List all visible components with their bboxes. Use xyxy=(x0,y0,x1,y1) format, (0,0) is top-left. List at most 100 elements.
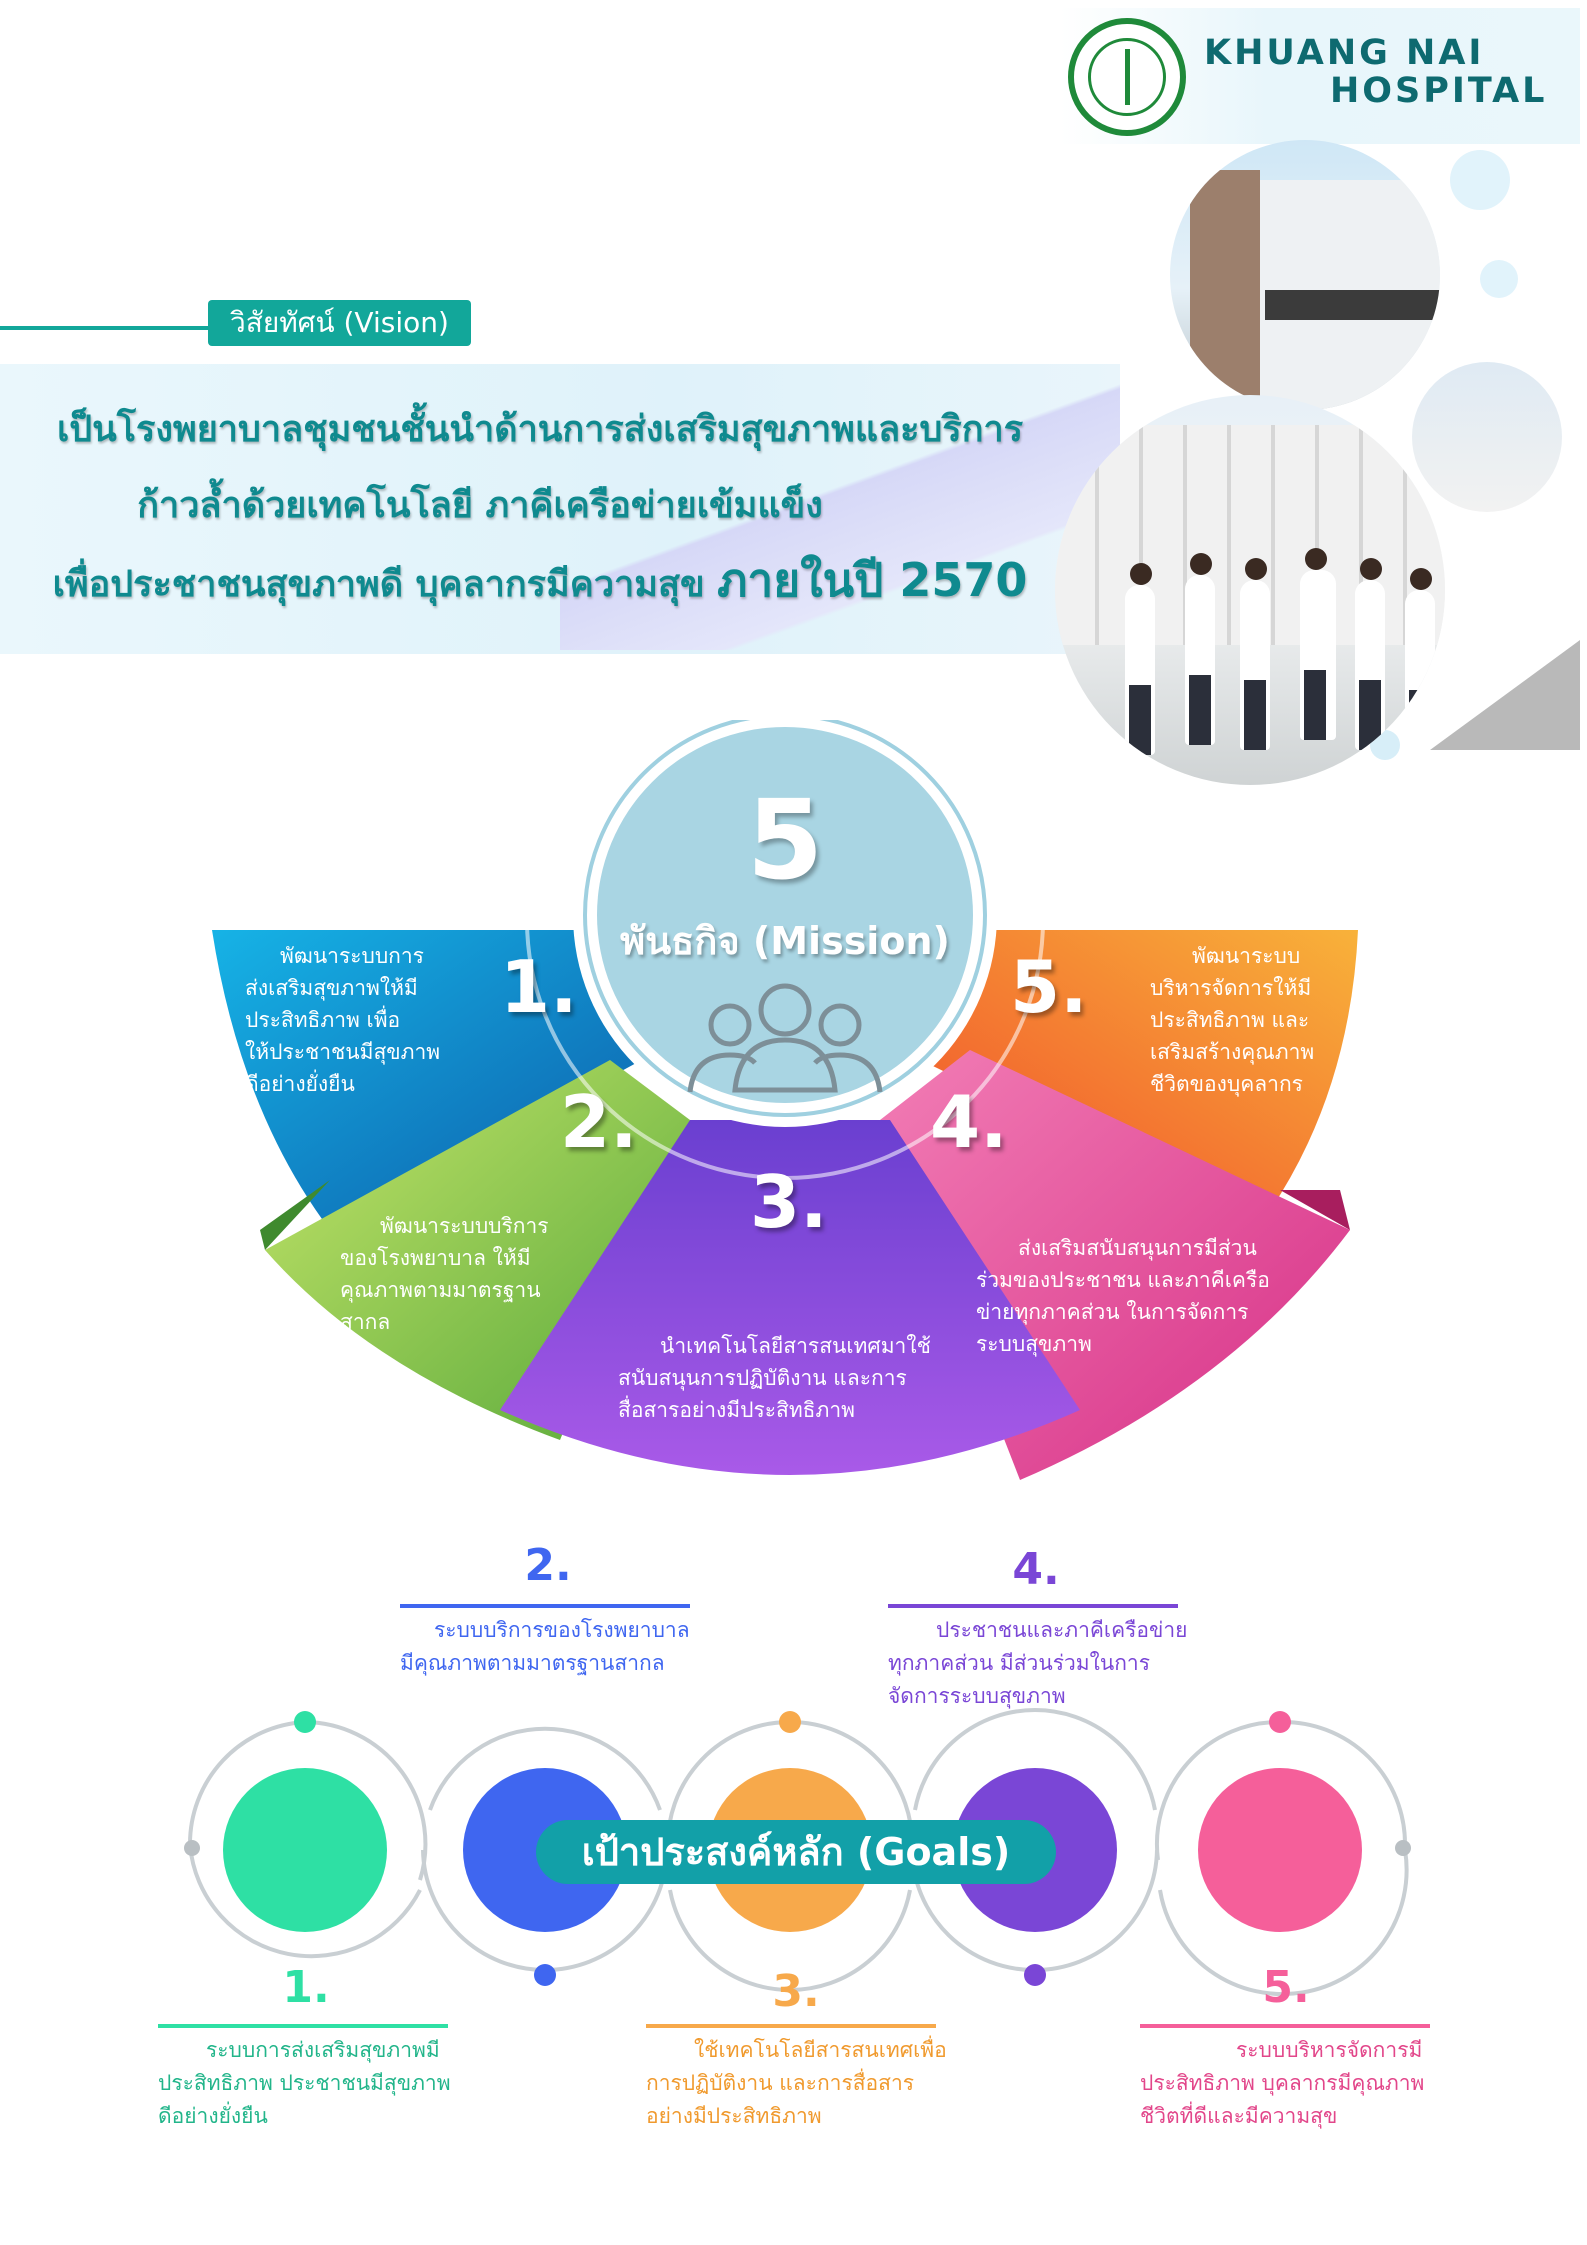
vision-line-2: ก้าวล้ำด้วยเทคโนโลยี ภาคีเครือข่ายเข้มแข… xyxy=(137,485,823,526)
mission-5-line: เสริมสร้างคุณภาพ xyxy=(1150,1040,1315,1064)
vision-tag: วิสัยทัศน์ (Vision) xyxy=(208,300,471,346)
mission-text-5: พัฒนาระบบ บริหารจัดการให้มี ประสิทธิภาพ … xyxy=(1150,940,1370,1100)
mission-inner-ring xyxy=(525,720,1045,1180)
mission-1-line: ดีอย่างยั่งยืน xyxy=(245,1072,355,1096)
mission-count: 5 xyxy=(746,776,824,904)
goal-num-2: 2. xyxy=(524,1540,572,1591)
mission-1-line: ให้ประชาชนมีสุขภาพ xyxy=(245,1040,441,1064)
mission-segment-3 xyxy=(500,1120,1080,1475)
goal-arc-5c xyxy=(1158,1849,1409,1997)
goal-5-line: ระบบบริหารจัดการมี xyxy=(1236,2038,1423,2062)
goal-line-2 xyxy=(400,1604,690,1608)
goal-circle-5 xyxy=(1198,1768,1362,1932)
goal-num-4: 4. xyxy=(1012,1544,1060,1595)
hospital-name-line2: HOSPITAL xyxy=(1330,71,1548,111)
mission-3-line: นำเทคโนโลยีสารสนเทศมาใช้ xyxy=(660,1334,931,1358)
goal-circle-1 xyxy=(223,1768,387,1932)
mission-3-line: สื่อสารอย่างมีประสิทธิภาพ xyxy=(618,1398,855,1422)
mission-4-line: ระบบสุขภาพ xyxy=(976,1332,1092,1356)
mission-1-line: ประสิทธิภาพ เพื่อ xyxy=(245,1008,401,1032)
hospital-name: KHUANG NAI HOSPITAL xyxy=(1204,34,1547,110)
mission-title: พันธกิจ (Mission) xyxy=(620,919,950,963)
goal-text-1: ระบบการส่งเสริมสุขภาพมี ประสิทธิภาพ ประช… xyxy=(158,2034,488,2133)
hospital-building-photo xyxy=(1170,140,1440,410)
goal-dot-3 xyxy=(779,1711,801,1733)
vision-line-3-text: เพื่อประชาชนสุขภาพดี บุคลากรมีความสุข xyxy=(52,564,705,605)
mission-4-line: ร่วมของประชาชน และภาคีเครือ xyxy=(976,1268,1270,1292)
goal-5-line: ชีวิตที่ดีและมีความสุข xyxy=(1140,2104,1338,2128)
mission-segment-1 xyxy=(212,930,660,1230)
goal-2-line: ระบบบริการของโรงพยาบาล xyxy=(434,1618,690,1642)
vision-year: ภายในปี 2570 xyxy=(717,553,1028,607)
goal-arc-5b xyxy=(1279,1719,1408,1846)
mission-fold-4 xyxy=(1280,1190,1350,1230)
mission-1-line: ส่งเสริมสุขภาพให้มี xyxy=(245,976,418,1000)
mission-2-line: พัฒนาระบบบริการ xyxy=(380,1214,549,1238)
mission-fold-2 xyxy=(260,1180,330,1250)
decor-bubble xyxy=(1480,260,1518,298)
goal-num-1: 1. xyxy=(282,1962,330,2013)
mission-num-5: 5. xyxy=(1010,945,1088,1029)
goal-num-3: 3. xyxy=(772,1966,820,2017)
mission-center-disc xyxy=(597,727,973,1103)
people-group-icon xyxy=(687,983,883,1093)
goal-arc-2b xyxy=(421,1849,546,1972)
goal-dot-1 xyxy=(294,1711,316,1733)
goal-end-dot-right xyxy=(1395,1840,1411,1856)
goal-arc-1c xyxy=(188,1844,422,1959)
goal-arc-5 xyxy=(1154,1719,1281,1861)
goal-dot-5 xyxy=(1269,1711,1291,1733)
goal-1-line: ประสิทธิภาพ ประชาชนมีสุขภาพ xyxy=(158,2071,451,2095)
goal-arc-1 xyxy=(187,1720,306,1846)
goal-text-4: ประชาชนและภาคีเครือข่าย ทุกภาคส่วน มีส่ว… xyxy=(888,1614,1218,1713)
goal-arc-3c xyxy=(668,1889,912,1992)
goal-line-1 xyxy=(158,2024,448,2028)
staff-group-photo xyxy=(1055,395,1445,785)
mission-num-1: 1. xyxy=(500,945,578,1029)
mission-center-ring xyxy=(583,720,987,1117)
mission-num-4: 4. xyxy=(930,1080,1008,1164)
goal-text-2: ระบบบริการของโรงพยาบาล มีคุณภาพตามมาตรฐา… xyxy=(400,1614,730,1680)
goal-line-4 xyxy=(888,1604,1178,1608)
mission-3-line: สนับสนุนการปฏิบัติงาน และการ xyxy=(618,1366,907,1390)
mission-5-line: บริหารจัดการให้มี xyxy=(1150,976,1312,1000)
goals-title-banner: เป้าประสงค์หลัก (Goals) xyxy=(536,1820,1056,1884)
vision-line-1: เป็นโรงพยาบาลชุมชนชั้นนำด้านการส่งเสริมส… xyxy=(56,409,1024,450)
goal-dot-2 xyxy=(534,1964,556,1986)
hospital-seal-logo xyxy=(1068,18,1186,136)
mission-5-line: พัฒนาระบบ xyxy=(1192,944,1301,968)
mission-fan-diagram xyxy=(212,720,1358,1480)
goal-arc-1b xyxy=(304,1720,428,1881)
goal-4-line: ทุกภาคส่วน มีส่วนร่วมในการ xyxy=(888,1651,1150,1675)
vision-line-3: เพื่อประชาชนสุขภาพดี บุคลากรมีความสุข ภา… xyxy=(0,544,1080,617)
goal-2-line: มีคุณภาพตามมาตรฐานสากล xyxy=(400,1651,665,1675)
mission-text-2: พัฒนาระบบบริการ ของโรงพยาบาล ให้มี คุณภา… xyxy=(340,1210,600,1338)
mission-2-line: สากล xyxy=(340,1310,391,1334)
decor-triangle xyxy=(1430,640,1580,750)
goal-1-line: ระบบการส่งเสริมสุขภาพมี xyxy=(206,2038,440,2062)
mission-1-line: พัฒนาระบบการ xyxy=(280,944,424,968)
goal-3-line: ใช้เทคโนโลยีสารสนเทศเพื่อ xyxy=(694,2038,947,2062)
goal-end-dot-left xyxy=(184,1840,200,1856)
goal-3-line: การปฏิบัติงาน และการสื่อสาร xyxy=(646,2071,915,2095)
mission-text-1: พัฒนาระบบการ ส่งเสริมสุขภาพให้มี ประสิทธ… xyxy=(245,940,495,1100)
mission-2-line: คุณภาพตามมาตรฐาน xyxy=(340,1278,541,1302)
goal-line-5 xyxy=(1140,2024,1430,2028)
hospital-name-line1: KHUANG NAI xyxy=(1204,33,1485,73)
vision-tag-line xyxy=(0,326,210,330)
mission-num-3: 3. xyxy=(750,1160,828,1244)
goal-text-3: ใช้เทคโนโลยีสารสนเทศเพื่อ การปฏิบัติงาน … xyxy=(646,2034,976,2133)
mission-4-line: ข่ายทุกภาคส่วน ในการจัดการ xyxy=(976,1300,1249,1324)
mission-num-2: 2. xyxy=(560,1080,638,1164)
goal-arc-2 xyxy=(428,1726,662,1811)
goal-arc-4 xyxy=(913,1708,1157,1811)
goal-num-5: 5. xyxy=(1262,1962,1310,2013)
mission-4-line: ส่งเสริมสนับสนุนการมีส่วน xyxy=(1018,1236,1257,1260)
goal-arc-4c xyxy=(1034,1849,1159,1972)
decor-bubble xyxy=(1450,150,1510,210)
goal-5-line: ประสิทธิภาพ บุคลากรมีคุณภาพ xyxy=(1140,2071,1425,2095)
mission-5-line: ชีวิตของบุคลากร xyxy=(1150,1072,1303,1096)
mission-segment-5 xyxy=(900,930,1358,1225)
goal-dot-4 xyxy=(1024,1964,1046,1986)
goal-1-line: ดีอย่างยั่งยืน xyxy=(158,2104,268,2128)
